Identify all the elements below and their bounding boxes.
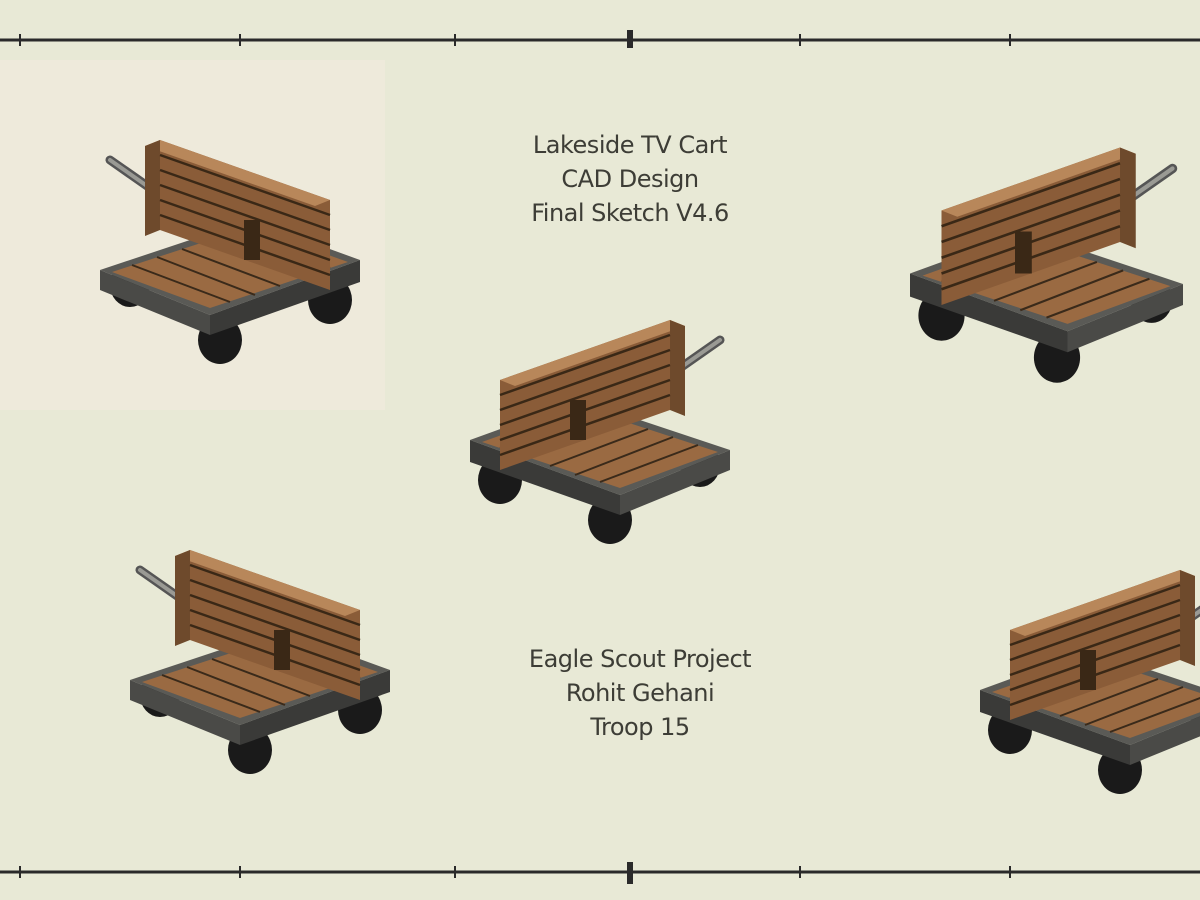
cart-view-bottom-right (980, 570, 1200, 794)
project-title: Lakeside TV Cart (532, 131, 728, 159)
border-top (0, 30, 1200, 48)
version-label: Final Sketch V4.6 (531, 199, 729, 227)
cart-view-bottom-left (130, 550, 390, 774)
title-block: Lakeside TV Cart CAD Design Final Sketch… (480, 128, 780, 230)
project-type: Eagle Scout Project (528, 645, 752, 673)
cart-view-top-left (100, 140, 360, 364)
cart-view-center (470, 320, 730, 544)
border-bottom (0, 862, 1200, 884)
credit-block: Eagle Scout Project Rohit Gehani Troop 1… (490, 642, 790, 744)
author-name: Rohit Gehani (565, 679, 715, 707)
design-subtitle: CAD Design (561, 165, 699, 193)
troop-label: Troop 15 (590, 713, 690, 741)
cart-view-top-right (910, 148, 1183, 383)
